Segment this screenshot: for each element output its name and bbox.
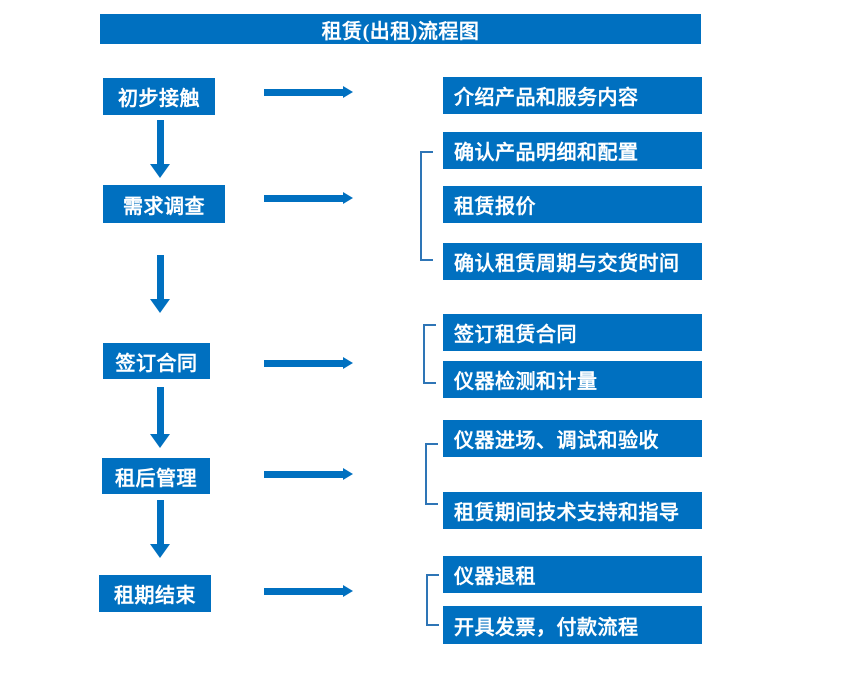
- group-bracket: [423, 324, 436, 384]
- arrow-shaft: [264, 359, 343, 367]
- detail-box-sign-rental-contract: 签订租赁合同: [443, 314, 702, 351]
- arrow-right-icon: [264, 585, 353, 597]
- arrow-down-icon: [150, 120, 170, 178]
- arrow-head: [150, 544, 170, 558]
- detail-box-tech-support: 租赁期间技术支持和指导: [443, 492, 702, 529]
- step-box-sign-contract: 签订合同: [103, 343, 210, 379]
- detail-box-intro-products: 介绍产品和服务内容: [443, 77, 702, 114]
- arrow-shaft: [156, 387, 164, 435]
- arrow-head: [150, 164, 170, 178]
- detail-box-instrument-entry: 仪器进场、调试和验收: [443, 420, 702, 457]
- arrow-shaft: [156, 500, 164, 545]
- detail-box-instrument-return: 仪器退租: [443, 556, 702, 593]
- arrow-head: [150, 299, 170, 313]
- arrow-right-icon: [264, 468, 353, 480]
- detail-box-confirm-rental-period: 确认租赁周期与交货时间: [443, 243, 702, 280]
- arrow-down-icon: [150, 500, 170, 558]
- arrow-head: [343, 357, 353, 369]
- step-box-post-rental-management: 租后管理: [102, 458, 210, 494]
- detail-box-rental-quote: 租赁报价: [443, 186, 702, 223]
- arrow-right-icon: [264, 86, 353, 98]
- arrow-head: [343, 585, 353, 597]
- arrow-head: [343, 468, 353, 480]
- arrow-right-icon: [264, 357, 353, 369]
- detail-box-confirm-product-details: 确认产品明细和配置: [443, 132, 702, 169]
- step-box-rental-end: 租期结束: [99, 575, 211, 612]
- flowchart-title: 租赁(出租)流程图: [100, 14, 701, 44]
- arrow-head: [150, 434, 170, 448]
- arrow-shaft: [156, 120, 164, 165]
- step-box-demand-survey: 需求调查: [103, 185, 225, 223]
- group-bracket: [425, 443, 438, 505]
- step-box-initial-contact: 初步接触: [103, 78, 215, 115]
- arrow-shaft: [264, 88, 343, 96]
- arrow-right-icon: [264, 192, 353, 204]
- arrow-shaft: [264, 470, 343, 478]
- group-bracket: [426, 574, 439, 626]
- arrow-down-icon: [150, 255, 170, 313]
- arrow-down-icon: [150, 387, 170, 448]
- detail-box-invoice-payment: 开具发票，付款流程: [443, 606, 702, 644]
- arrow-shaft: [156, 255, 164, 300]
- group-bracket: [420, 151, 433, 261]
- arrow-head: [343, 192, 353, 204]
- arrow-shaft: [264, 194, 343, 202]
- arrow-head: [343, 86, 353, 98]
- arrow-shaft: [264, 587, 343, 595]
- detail-box-instrument-testing: 仪器检测和计量: [443, 361, 702, 398]
